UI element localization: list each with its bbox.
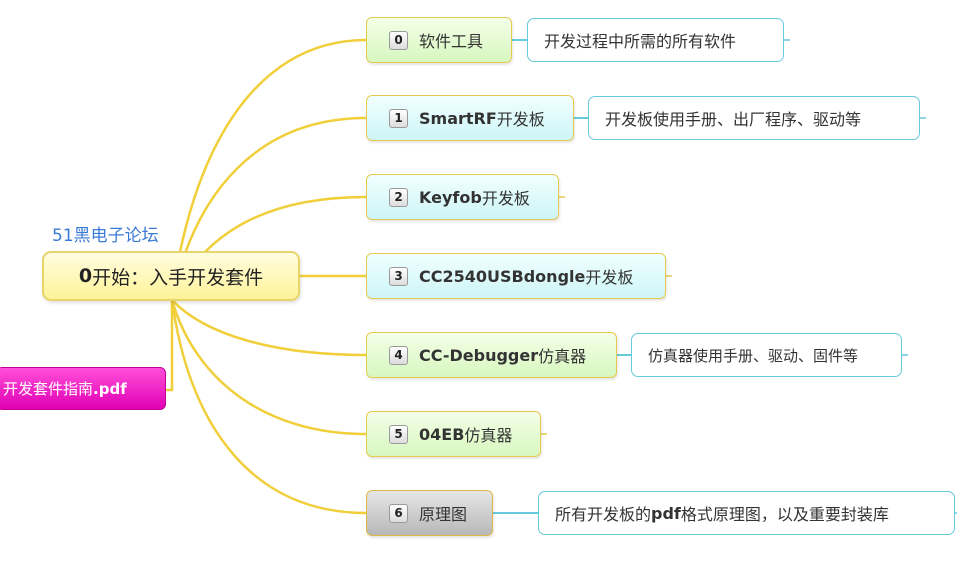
note-topic-1[interactable]: 开发板使用手册、出厂程序、驱动等 — [588, 96, 920, 140]
note-label-1: 开发板使用手册、出厂程序、驱动等 — [605, 110, 862, 129]
link-branch-5 — [170, 299, 367, 436]
branch-number-3: 3 — [389, 266, 408, 286]
note-topic-0[interactable]: 开发过程中所需的所有软件 — [527, 18, 784, 62]
branch-number-4: 4 — [389, 345, 408, 365]
forum-watermark: 51黑电子论坛 — [52, 226, 159, 246]
branch-number-2: 2 — [389, 187, 408, 207]
branch-number-1: 1 — [389, 108, 408, 128]
root-topic[interactable]: 0 开始：入手开发套件 — [42, 251, 300, 301]
note-label-6b: pdf — [651, 503, 681, 523]
link-branch-0 — [170, 38, 367, 301]
branch-number-5: 5 — [389, 424, 408, 444]
branch-number-0: 0 — [389, 30, 408, 50]
link-branch-4 — [171, 299, 367, 357]
note-label-0: 开发过程中所需的所有软件 — [544, 32, 737, 51]
branch-en-label-2: Keyfob — [419, 187, 482, 207]
guide-pdf-label: 开发套件指南 — [3, 380, 94, 398]
branch-cn-label-5: 仿真器 — [464, 426, 513, 445]
link-branch-6 — [170, 299, 367, 515]
note-label-6c: 格式原理图，以及重要封装库 — [680, 505, 889, 524]
guide-pdf-topic[interactable]: 开发套件指南.pdf — [0, 367, 166, 410]
root-prefix: 0 — [78, 265, 93, 287]
branch-en-label-1: SmartRF — [419, 108, 497, 128]
branch-number-6: 6 — [389, 503, 408, 523]
link-side-node — [166, 300, 174, 392]
branch-label-6: 原理图 — [419, 505, 468, 524]
branch-cn-label-3: 开发板 — [585, 268, 634, 287]
root-label: 开始：入手开发套件 — [92, 266, 264, 289]
branch-topic-0[interactable]: 0 软件工具 — [366, 17, 512, 63]
branch-topic-6[interactable]: 6 原理图 — [366, 490, 493, 536]
branch-label-0: 软件工具 — [419, 32, 484, 51]
note-label-6a: 所有开发板的 — [555, 505, 652, 524]
branch-cn-label-4: 仿真器 — [538, 347, 587, 366]
branch-en-label-4: CC-Debugger — [419, 345, 539, 365]
branch-cn-label-1: 开发板 — [496, 110, 545, 129]
branch-en-label-3: CC2540USBdongle — [419, 266, 586, 286]
note-topic-4[interactable]: 仿真器使用手册、驱动、固件等 — [631, 333, 902, 377]
branch-en-label-5: 04EB — [419, 424, 465, 444]
note-label-4: 仿真器使用手册、驱动、固件等 — [648, 346, 859, 365]
branch-cn-label-2: 开发板 — [481, 189, 530, 208]
guide-pdf-ext: .pdf — [93, 379, 127, 398]
